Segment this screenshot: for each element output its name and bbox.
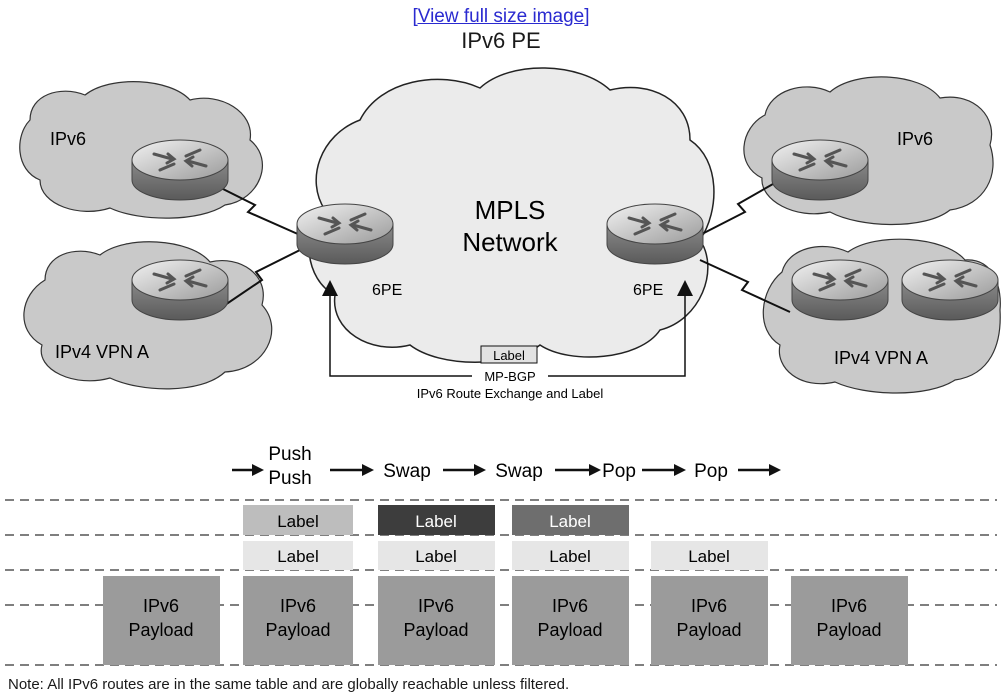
payload-3 bbox=[378, 576, 495, 665]
operation-arrowheads bbox=[252, 464, 781, 476]
payload-6-line2: Payload bbox=[816, 620, 881, 640]
op-pop-2: Pop bbox=[694, 461, 728, 482]
left-ipv6-label: IPv6 bbox=[50, 129, 86, 149]
payload-texts: IPv6 Payload IPv6 Payload IPv6 Payload I… bbox=[128, 596, 881, 640]
payload-5-line1: IPv6 bbox=[691, 596, 727, 616]
payload-4-line2: Payload bbox=[537, 620, 602, 640]
payload-5 bbox=[651, 576, 768, 665]
inner-label-1 bbox=[243, 541, 353, 570]
inner-label-4-text: Label bbox=[688, 547, 730, 566]
view-full-size-link[interactable]: [View full size image] bbox=[412, 6, 590, 27]
link-right-vpn bbox=[699, 259, 791, 313]
right-ipv4-vpn-label: IPv4 VPN A bbox=[834, 348, 928, 368]
inner-label-3 bbox=[512, 541, 629, 570]
right-ipv6-label: IPv6 bbox=[897, 129, 933, 149]
op-push-1: Push bbox=[268, 444, 311, 465]
payload-5-line2: Payload bbox=[676, 620, 741, 640]
router-right-vpn-1 bbox=[790, 258, 890, 322]
inner-label-1-text: Label bbox=[277, 547, 319, 566]
link-left-vpn bbox=[224, 249, 301, 306]
payload-4 bbox=[512, 576, 629, 665]
left-ipv4-vpn-label: IPv4 VPN A bbox=[55, 342, 149, 362]
payload-6-line1: IPv6 bbox=[831, 596, 867, 616]
outer-label-swap-2-text: Label bbox=[549, 512, 591, 531]
mpls-label-line2: Network bbox=[462, 227, 558, 257]
inner-label-4 bbox=[651, 541, 768, 570]
inner-label-2-text: Label bbox=[415, 547, 457, 566]
payload-6 bbox=[791, 576, 908, 665]
exchange-protocol: MP-BGP bbox=[484, 369, 535, 384]
mp-bgp-exchange bbox=[329, 283, 686, 377]
figure-title: IPv6 PE bbox=[461, 28, 541, 53]
arrowhead-right bbox=[677, 280, 693, 296]
op-swap-1: Swap bbox=[383, 461, 431, 482]
serial-links bbox=[214, 179, 791, 313]
router-right-vpn-2 bbox=[900, 258, 1000, 322]
outer-label-swap-2 bbox=[512, 505, 629, 535]
router-left-ipv6 bbox=[130, 138, 230, 202]
payload-1-line2: Payload bbox=[128, 620, 193, 640]
payload-2-line2: Payload bbox=[265, 620, 330, 640]
router-right-ipv6 bbox=[770, 138, 870, 202]
outer-label-push-text: Label bbox=[277, 512, 319, 531]
link-right-ipv6 bbox=[699, 179, 781, 236]
payload-2-line1: IPv6 bbox=[280, 596, 316, 616]
outer-label-swap-1 bbox=[378, 505, 495, 535]
op-pop-1: Pop bbox=[602, 461, 636, 482]
payload-boxes bbox=[103, 576, 908, 665]
payload-1 bbox=[103, 576, 220, 665]
pe-left-label: 6PE bbox=[372, 282, 402, 299]
mpls-core-cloud bbox=[308, 67, 715, 363]
mpls-label-line1: MPLS bbox=[475, 195, 546, 225]
inner-label-3-text: Label bbox=[549, 547, 591, 566]
op-push-2: Push bbox=[268, 468, 311, 489]
payload-3-line1: IPv6 bbox=[418, 596, 454, 616]
outer-label-swap-1-text: Label bbox=[415, 512, 457, 531]
outer-label-push bbox=[243, 505, 353, 535]
footnote: Note: All IPv6 routes are in the same ta… bbox=[8, 676, 570, 693]
exchange-label-text: Label bbox=[493, 348, 525, 363]
payload-2 bbox=[243, 576, 353, 665]
router-6pe-right bbox=[605, 202, 705, 266]
payload-1-line1: IPv6 bbox=[143, 596, 179, 616]
router-6pe-left bbox=[295, 202, 395, 266]
link-left-ipv6 bbox=[214, 184, 301, 236]
exchange-caption: IPv6 Route Exchange and Label bbox=[417, 386, 604, 401]
payload-3-line2: Payload bbox=[403, 620, 468, 640]
arrowhead-left bbox=[322, 280, 338, 296]
payload-4-line1: IPv6 bbox=[552, 596, 588, 616]
router-left-vpn bbox=[130, 258, 230, 322]
exchange-label-box bbox=[480, 345, 538, 364]
op-swap-2: Swap bbox=[495, 461, 543, 482]
pe-right-label: 6PE bbox=[633, 282, 663, 299]
inner-label-2 bbox=[378, 541, 495, 570]
